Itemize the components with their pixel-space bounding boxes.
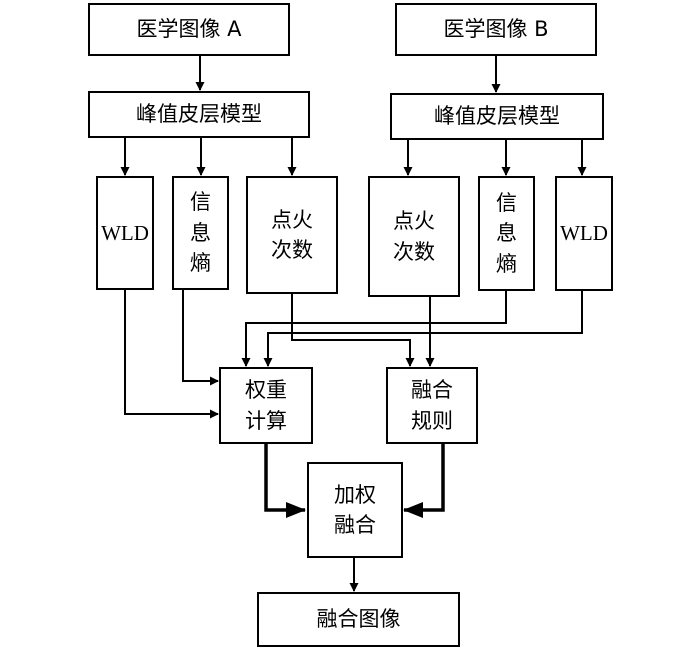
- entropy-left-label: 信 息 熵: [190, 190, 211, 276]
- arrow-wld-right-to-weight: [263, 291, 583, 367]
- wld-left-label: WLD: [101, 220, 149, 245]
- entropy-right-box: 信 息 熵: [478, 176, 535, 291]
- firing-count-left-box: 点火 次数: [246, 176, 338, 294]
- arrow-firing-left-to-rule: [291, 294, 415, 367]
- pcnn-model-left-box: 峰值皮层模型: [88, 91, 310, 138]
- pcnn-model-right-box: 峰值皮层模型: [390, 93, 604, 140]
- fusion-rule-label: 融合 规则: [411, 378, 453, 433]
- fused-image-label: 融合图像: [316, 607, 401, 632]
- arrow-rule-to-fusion: [403, 444, 445, 518]
- arrow-weight-to-fusion: [264, 444, 306, 518]
- wld-right-label: WLD: [560, 221, 608, 246]
- arrow-entropy-left-to-weight: [182, 290, 219, 386]
- firing-count-right-box: 点火 次数: [368, 176, 460, 297]
- arrow-wld-left-to-weight: [124, 290, 219, 419]
- medical-image-a-label: 医学图像 A: [136, 17, 242, 42]
- firing-count-left-label: 点火 次数: [271, 207, 313, 262]
- wld-right-box: WLD: [555, 176, 613, 291]
- pcnn-model-right-label: 峰值皮层模型: [434, 104, 560, 129]
- medical-image-b-box: 医学图像 B: [395, 3, 597, 56]
- wld-left-box: WLD: [96, 176, 154, 290]
- medical-image-a-box: 医学图像 A: [88, 3, 290, 56]
- weight-calculation-box: 权重 计算: [219, 367, 313, 444]
- entropy-right-label: 信 息 熵: [496, 190, 517, 276]
- firing-count-right-label: 点火 次数: [393, 209, 435, 264]
- weighted-fusion-box: 加权 融合: [307, 462, 403, 558]
- medical-image-b-label: 医学图像 B: [443, 17, 549, 42]
- pcnn-model-left-label: 峰值皮层模型: [136, 102, 262, 127]
- fused-image-box: 融合图像: [257, 592, 460, 647]
- weight-calculation-label: 权重 计算: [245, 378, 287, 433]
- fusion-rule-box: 融合 规则: [386, 367, 478, 444]
- entropy-left-box: 信 息 熵: [172, 176, 229, 290]
- weighted-fusion-label: 加权 融合: [334, 482, 376, 537]
- arrow-entropy-right-to-weight: [241, 291, 507, 367]
